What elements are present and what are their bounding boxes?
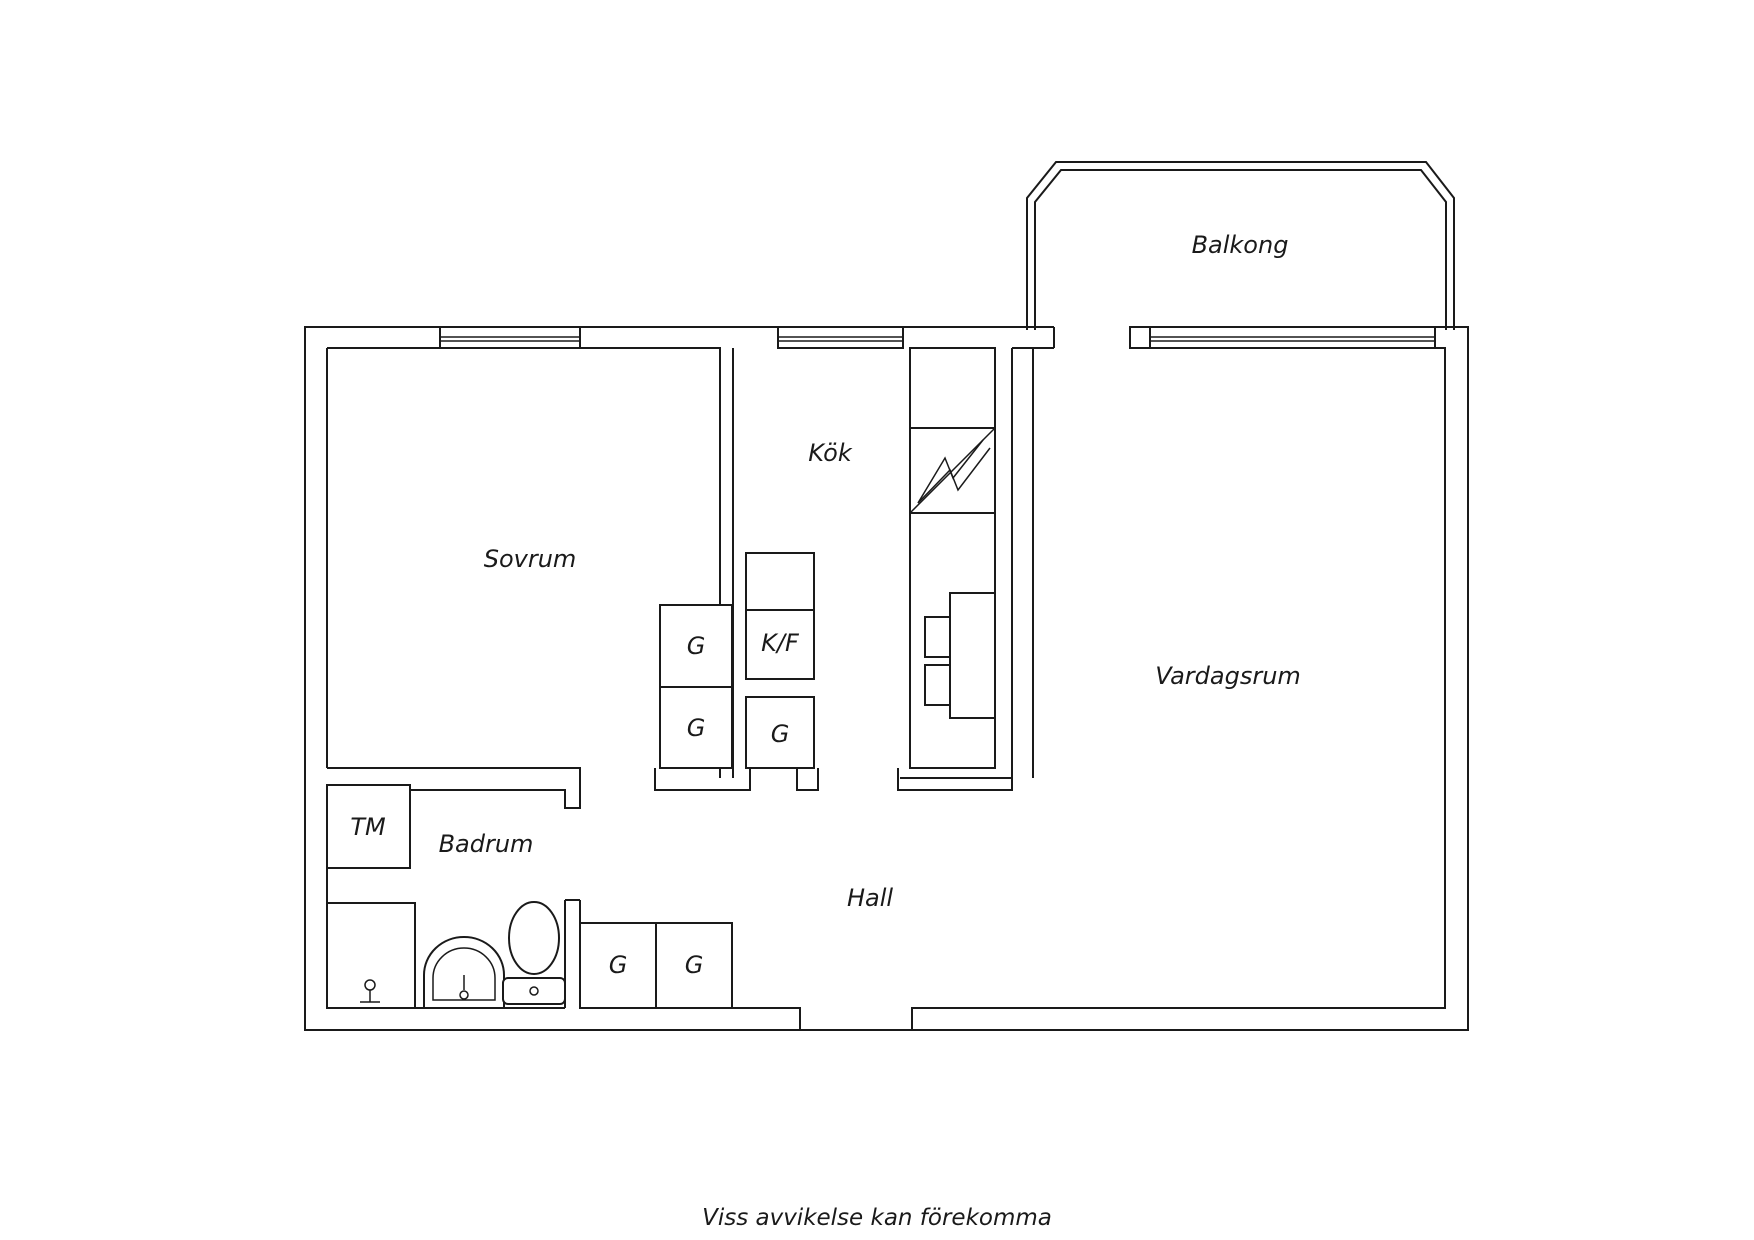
washer-label: TM — [350, 813, 386, 841]
wardrobe-label: G — [771, 720, 790, 748]
wardrobe-label: G — [687, 632, 706, 660]
washing-machine: TM — [326, 784, 411, 869]
disclaimer-note: Viss avvikelse kan förekomma — [702, 1205, 1052, 1231]
window-living-room — [1149, 326, 1436, 349]
shower — [326, 902, 416, 1009]
bathroom-label: Badrum — [439, 830, 534, 858]
balcony-door — [1053, 325, 1151, 350]
toilet — [502, 901, 566, 1005]
fridge-freezer: K/F — [745, 552, 815, 680]
sink — [423, 936, 505, 1009]
wardrobe-bedroom-upper: G — [659, 604, 733, 688]
stove — [909, 427, 996, 514]
wardrobe-label: G — [687, 714, 706, 742]
kitchen-label: Kök — [808, 439, 853, 467]
wardrobe-label: G — [685, 951, 704, 979]
balcony-label: Balkong — [1192, 231, 1289, 259]
living-room-label: Vardagsrum — [1155, 662, 1301, 690]
bedroom-label: Sovrum — [484, 545, 577, 573]
kitchen-table — [924, 592, 996, 719]
wardrobe-hall-right: G — [655, 922, 733, 1009]
fridge-freezer-label: K/F — [761, 629, 800, 657]
wardrobe-label: G — [609, 951, 628, 979]
window-bedroom — [439, 326, 581, 349]
balcony — [1026, 161, 1455, 330]
hall-label: Hall — [847, 884, 893, 912]
interior-walls — [327, 347, 1034, 1008]
wardrobe-hall-left: G — [579, 922, 657, 1009]
window-kitchen — [777, 326, 904, 349]
wardrobe-bedroom-lower: G — [659, 686, 733, 769]
wardrobe-kitchen: G — [745, 696, 815, 769]
